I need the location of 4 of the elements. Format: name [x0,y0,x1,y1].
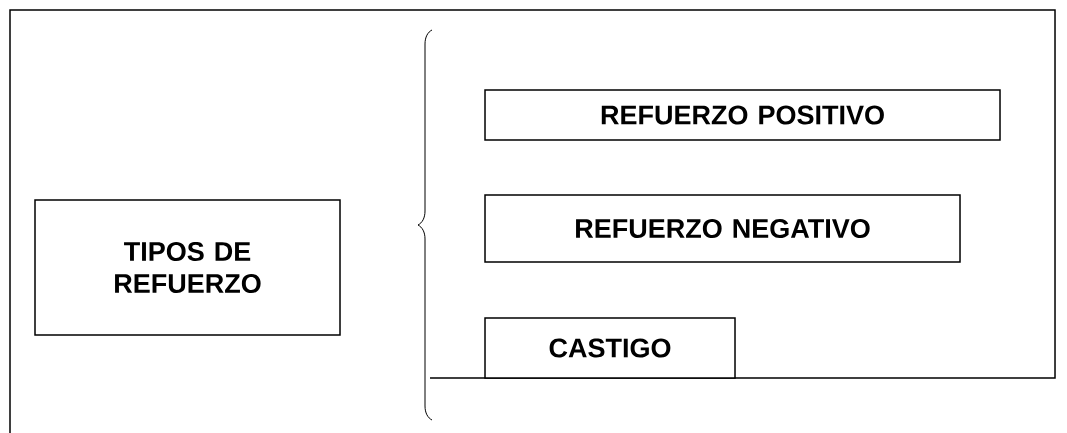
concept-box: REFUERZO POSITIVO [484,89,1001,141]
concept-box: TIPOS DE REFUERZO [34,199,341,336]
concept-box: CASTIGO [484,317,736,379]
concept-box: REFUERZO NEGATIVO [484,194,961,263]
